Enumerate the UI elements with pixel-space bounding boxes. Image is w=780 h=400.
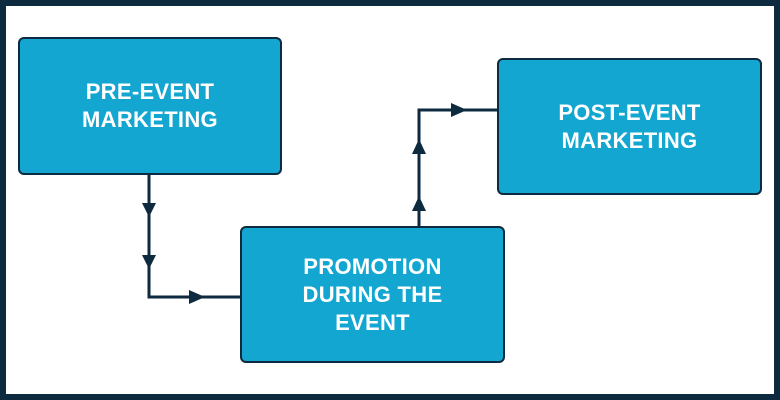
arrow-right-icon [189, 290, 205, 304]
promotion-during-event-box: PROMOTION DURING THE EVENT [240, 226, 505, 363]
box-label-line: POST-EVENT [558, 99, 701, 125]
box-label-line: EVENT [335, 309, 410, 335]
box-label-line: DURING THE [302, 281, 443, 307]
arrow-right-icon [451, 103, 467, 117]
pre-event-marketing-box: PRE-EVENT MARKETING [18, 37, 282, 175]
box-label-line: MARKETING [82, 107, 218, 132]
post-event-marketing-box: POST-EVENT MARKETING [497, 58, 762, 195]
box-label-line: PRE-EVENT [85, 79, 215, 104]
pre-event-marketing-label: PRE-EVENT MARKETING [82, 78, 218, 134]
arrow-down-icon [142, 203, 156, 217]
promotion-during-event-label: PROMOTION DURING THE EVENT [303, 253, 443, 337]
arrow-up-icon [412, 139, 426, 154]
arrow-up-icon [412, 196, 426, 211]
connector-pre-to-promotion [147, 175, 241, 299]
connector-promotion-to-post [417, 108, 498, 226]
box-label-line: MARKETING [561, 127, 698, 153]
post-event-marketing-label: POST-EVENT MARKETING [558, 99, 700, 155]
box-label-line: PROMOTION [303, 253, 442, 279]
arrow-down-icon [142, 255, 156, 269]
